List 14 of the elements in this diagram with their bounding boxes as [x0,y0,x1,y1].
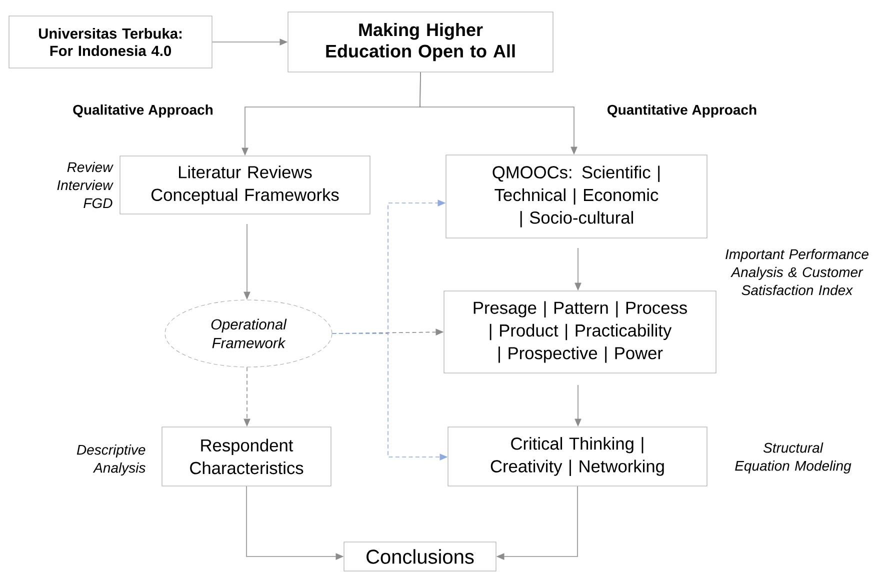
title-box: Universitas Terbuka: For Indonesia 4.0 [8,16,212,68]
method-note: Structural Equation Modeling [735,442,852,474]
approach-label: Qualitative Approach [71,103,215,119]
process-box: Critical Thinking | Creativity | Networking [448,426,708,486]
process-box: Respondent Characteristics [162,426,332,486]
process-box: Presage | Pattern | Process | Product | Practicability | Prospective | Power [444,290,716,374]
method-note: Important Performance Analysis & Customer Satisfaction Index [726,248,868,296]
process-box: QMOOCs: Scientific | Technical | Economic | Socio-cultural [446,154,708,238]
method-note: Descriptive Analysis [76,444,146,476]
approach-label: Quantitative Approach [606,103,758,119]
conclusion-box: Conclusions [344,542,496,572]
method-note: Review Interview FGD [57,162,114,208]
process-box: Literatur Reviews Conceptual Frameworks [120,156,370,214]
heading-box: Making Higher Education Open to All [288,12,554,72]
